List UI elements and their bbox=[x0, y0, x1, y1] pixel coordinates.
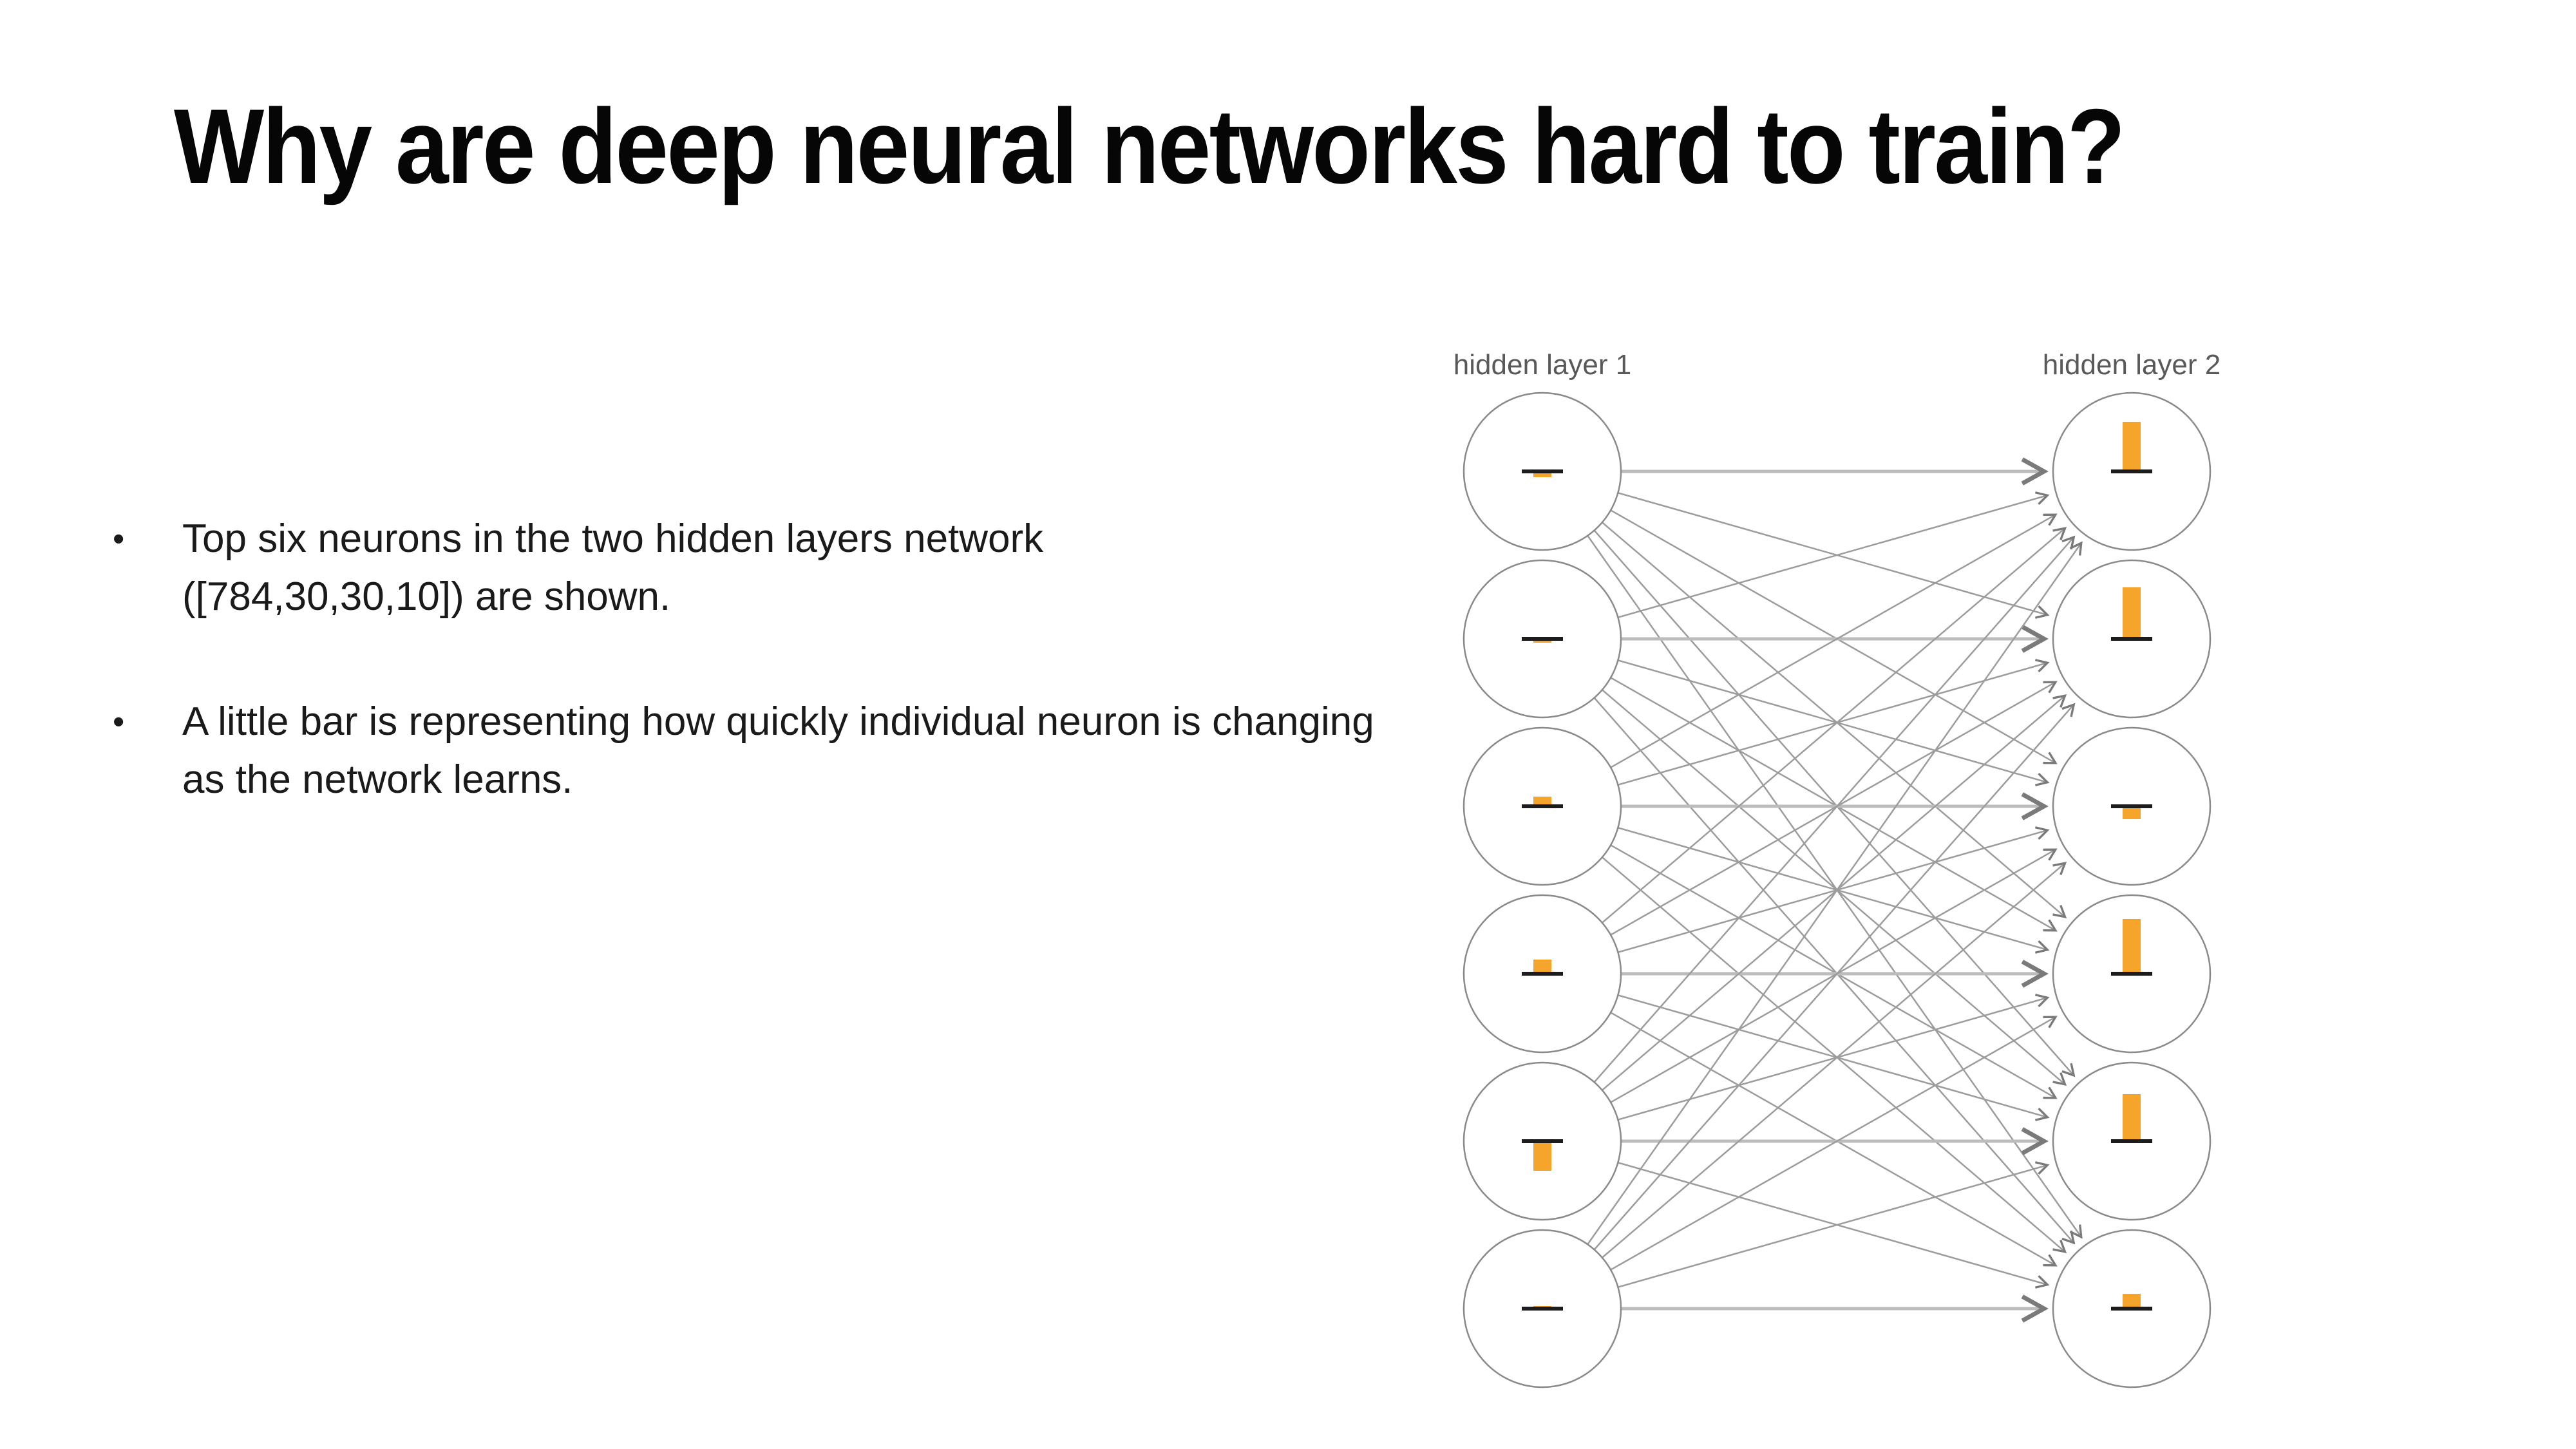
bullet-marker: • bbox=[113, 703, 125, 741]
hidden-layer-1-label: hidden layer 1 bbox=[1453, 349, 1632, 381]
speed-bar bbox=[1533, 797, 1551, 806]
connection-line bbox=[1602, 526, 2067, 923]
connection-line bbox=[1610, 1012, 2058, 1267]
connection-line bbox=[1602, 689, 2067, 1086]
bar-baseline bbox=[2111, 972, 2152, 976]
bar-baseline bbox=[1522, 637, 1563, 641]
neuron-nodes bbox=[1463, 392, 2211, 1388]
speed-bar bbox=[2123, 1094, 2141, 1141]
connection-line bbox=[1610, 677, 2058, 932]
bar-baseline bbox=[2111, 469, 2152, 473]
connection-line bbox=[1610, 513, 2058, 768]
speed-bar bbox=[2123, 1294, 2141, 1309]
bullet-item-1: • Top six neurons in the two hidden laye… bbox=[113, 510, 1419, 626]
bullet-list: • Top six neurons in the two hidden laye… bbox=[113, 510, 1419, 876]
speed-bar bbox=[1533, 1141, 1551, 1171]
bar-baseline bbox=[2111, 804, 2152, 808]
connection-line bbox=[1618, 826, 2050, 953]
bar-baseline bbox=[2111, 1139, 2152, 1143]
connection-line bbox=[1602, 861, 2067, 1258]
connection-line bbox=[1602, 857, 2067, 1254]
bullet-item-2: • A little bar is representing how quick… bbox=[113, 693, 1419, 809]
connection-line bbox=[1618, 1161, 2050, 1288]
connection-line bbox=[1593, 697, 2076, 1245]
bullet-marker: • bbox=[113, 520, 125, 558]
bar-baseline bbox=[1522, 1307, 1563, 1311]
bar-baseline bbox=[1522, 469, 1563, 473]
bar-baseline bbox=[2111, 1307, 2152, 1311]
speed-bar bbox=[2123, 422, 2141, 471]
connection-line bbox=[1610, 844, 2058, 1099]
bar-baseline bbox=[2111, 637, 2152, 641]
connection-line bbox=[1593, 703, 2076, 1251]
connection-line bbox=[1602, 694, 2067, 1091]
connection-line bbox=[1610, 848, 2058, 1103]
bullet-text-2: A little bar is representing how quickly… bbox=[182, 699, 1374, 802]
connection-line bbox=[1610, 1016, 2058, 1271]
network-graph bbox=[1463, 392, 2211, 1388]
connection-line bbox=[1610, 509, 2058, 764]
bar-baseline bbox=[1522, 972, 1563, 976]
connection-line bbox=[1587, 541, 2083, 1245]
speed-bar bbox=[2123, 806, 2141, 819]
speed-bar bbox=[2123, 919, 2141, 974]
bar-baseline bbox=[1522, 1139, 1563, 1143]
connection-line bbox=[1610, 681, 2058, 936]
connection-line bbox=[1587, 535, 2083, 1239]
connection-line bbox=[1618, 659, 2050, 786]
connection-line bbox=[1618, 491, 2050, 618]
network-diagram: hidden layer 1 hidden layer 2 bbox=[1417, 316, 2280, 1423]
slide-title: Why are deep neural networks hard to tra… bbox=[174, 87, 2125, 205]
speed-bar bbox=[2123, 587, 2141, 639]
connection-line bbox=[1602, 522, 2067, 919]
connection-line bbox=[1618, 659, 2050, 786]
connection-line bbox=[1593, 529, 2076, 1077]
connection-line bbox=[1618, 492, 2050, 619]
connection-edges bbox=[1587, 457, 2083, 1323]
speed-bar bbox=[1533, 960, 1551, 974]
connection-line bbox=[1593, 535, 2076, 1083]
bar-baseline bbox=[1522, 804, 1563, 808]
hidden-layer-2-label: hidden layer 2 bbox=[2042, 349, 2221, 381]
bullet-text-1: Top six neurons in the two hidden layers… bbox=[182, 516, 1044, 619]
speed-bar bbox=[1533, 471, 1551, 477]
